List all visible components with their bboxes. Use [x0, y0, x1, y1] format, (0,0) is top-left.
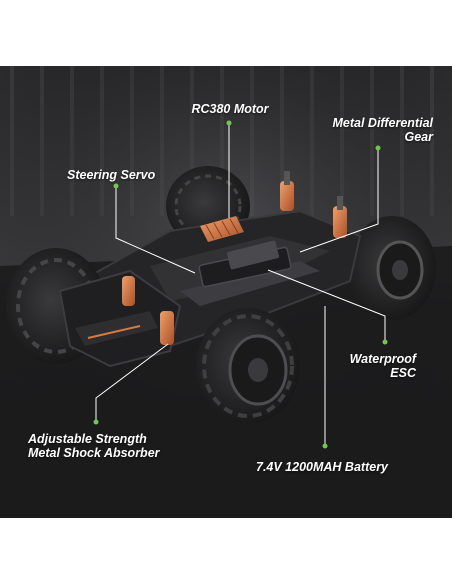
rear-right-tire: [348, 216, 436, 320]
callout-shock: Adjustable Strength Metal Shock Absorber: [28, 432, 160, 460]
callout-differential-line2: Gear: [404, 130, 434, 144]
callout-battery-label: 7.4V 1200MAH Battery: [256, 460, 389, 474]
callout-differential-line1: Metal Differential: [332, 116, 434, 130]
callout-dots: [93, 120, 388, 449]
front-bumper: [58, 269, 182, 368]
front-shocks: [122, 276, 174, 345]
callout-shock-line2: Metal Shock Absorber: [28, 446, 160, 460]
rc-car-illustration: [0, 66, 452, 518]
callout-steering-label: Steering Servo: [67, 168, 156, 182]
callout-battery: 7.4V 1200MAH Battery: [256, 460, 388, 474]
callout-esc-line1: Waterproof: [349, 352, 416, 366]
esc-unit: [226, 240, 280, 270]
rear-shocks: [280, 171, 347, 238]
callout-esc: Waterproof ESC: [330, 352, 416, 380]
callout-esc-line2: ESC: [390, 366, 416, 380]
product-photo: [0, 66, 452, 518]
callout-differential: Metal Differential Gear: [300, 116, 434, 144]
callout-motor-label: RC380 Motor: [191, 102, 269, 116]
callout-motor: RC380 Motor: [180, 102, 280, 116]
callout-shock-line1: Adjustable Strength: [28, 432, 147, 446]
callout-steering: Steering Servo: [67, 168, 155, 182]
front-right-tire: [196, 308, 300, 424]
leader-lines: [95, 123, 386, 446]
motor-heatsink: [200, 216, 244, 242]
